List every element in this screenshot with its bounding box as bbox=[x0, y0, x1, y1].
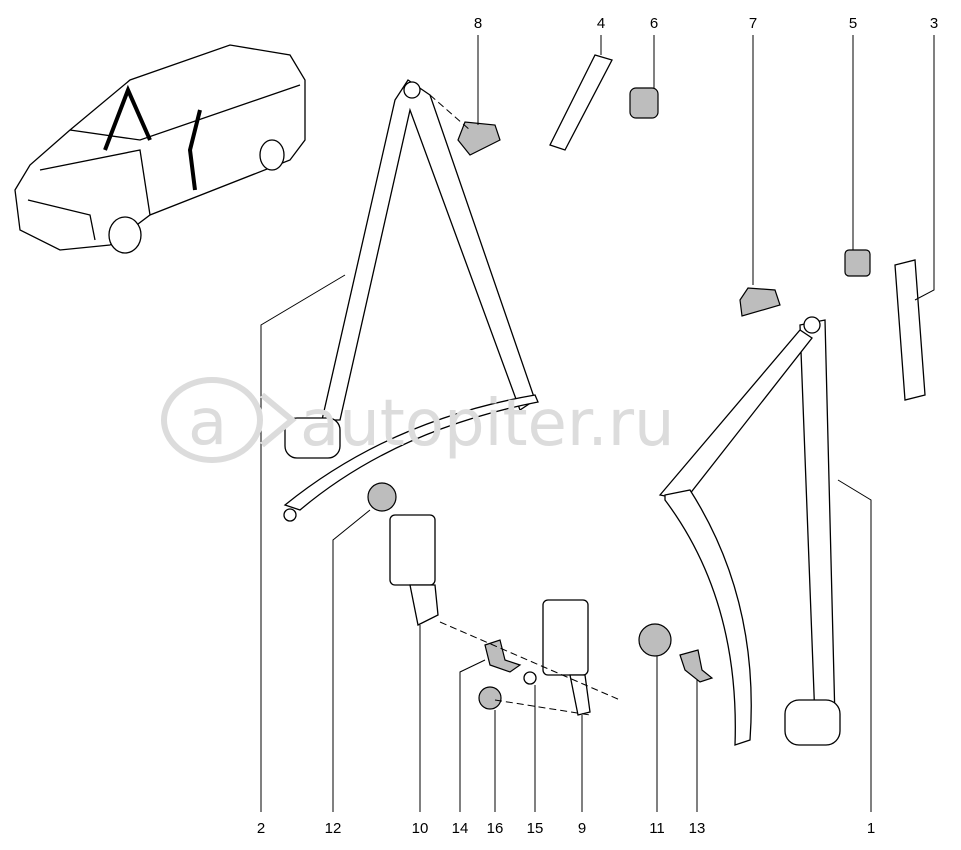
leader-lines bbox=[260, 35, 935, 812]
part-2-rear-belt bbox=[283, 79, 539, 522]
part-4-height-adjuster bbox=[549, 54, 613, 151]
callout-3: 3 bbox=[930, 15, 938, 32]
callout-15: 15 bbox=[527, 820, 544, 837]
part-8-cover bbox=[457, 121, 501, 156]
callout-2: 2 bbox=[257, 820, 265, 837]
part-5-bushing bbox=[844, 249, 871, 277]
callout-10: 10 bbox=[412, 820, 429, 837]
part-1-front-belt bbox=[658, 316, 841, 746]
retractor-2 bbox=[284, 417, 341, 459]
callout-1: 1 bbox=[867, 820, 875, 837]
part-14-bolt bbox=[484, 639, 522, 673]
watermark: a autopiter.ru bbox=[161, 377, 675, 463]
callout-16: 16 bbox=[487, 820, 504, 837]
callout-6: 6 bbox=[650, 15, 658, 32]
callout-11: 11 bbox=[649, 820, 665, 837]
watermark-logo-letter: a bbox=[188, 386, 227, 460]
vehicle-thumbnail bbox=[14, 44, 306, 254]
callout-14: 14 bbox=[452, 820, 469, 837]
part-15-washer bbox=[523, 671, 537, 685]
part-6-cap bbox=[629, 87, 659, 119]
part-9-buckle bbox=[542, 599, 591, 716]
part-12-cap bbox=[367, 482, 397, 512]
watermark-arrow-icon bbox=[260, 392, 297, 448]
retractor-1 bbox=[784, 699, 841, 746]
part-10-buckle bbox=[389, 514, 439, 626]
callout-12: 12 bbox=[325, 820, 342, 837]
part-11-cap bbox=[638, 623, 672, 657]
callout-5: 5 bbox=[849, 15, 857, 32]
watermark-text: autopiter.ru bbox=[300, 387, 675, 461]
callout-9: 9 bbox=[578, 820, 586, 837]
part-16-spacer bbox=[478, 686, 502, 710]
part-7-cover bbox=[739, 287, 781, 317]
callout-4: 4 bbox=[597, 15, 605, 32]
callout-7: 7 bbox=[749, 15, 757, 32]
part-3-adjuster-plate bbox=[894, 259, 926, 401]
part-13-bolt bbox=[679, 649, 714, 683]
watermark-logo-ring bbox=[161, 377, 263, 463]
callout-8: 8 bbox=[474, 15, 482, 32]
callout-13: 13 bbox=[689, 820, 706, 837]
